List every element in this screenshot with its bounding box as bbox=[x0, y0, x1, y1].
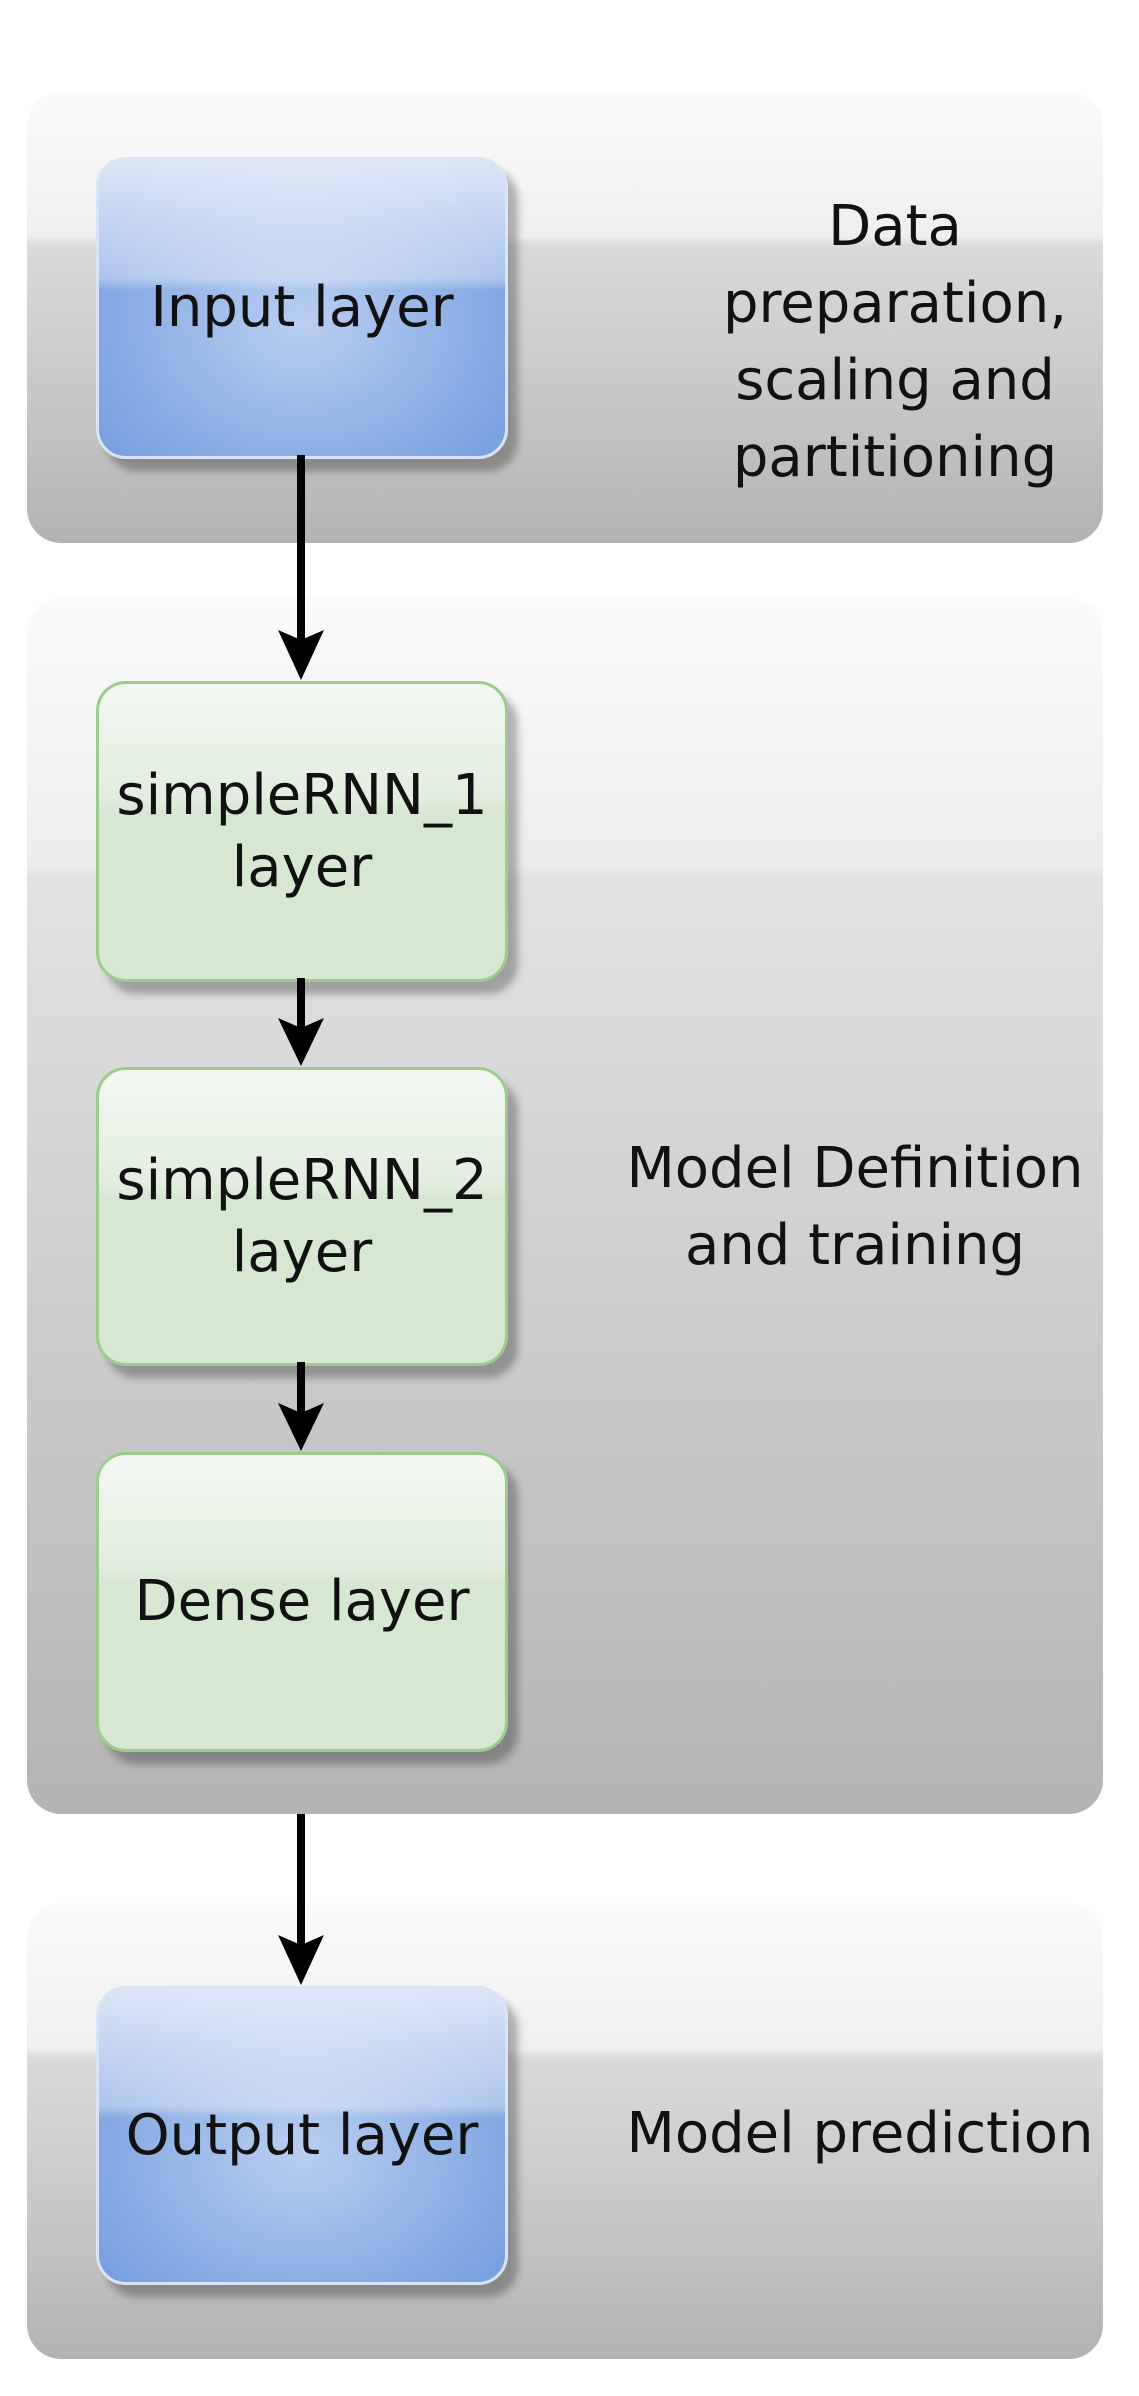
simplernn-2-layer-box: simpleRNN_2 layer bbox=[96, 1067, 508, 1366]
input-layer-label: Input layer bbox=[150, 275, 454, 340]
dense-layer-box: Dense layer bbox=[96, 1452, 508, 1752]
simplernn-1-layer-box: simpleRNN_1 layer bbox=[96, 681, 508, 982]
arrow-heads bbox=[278, 630, 324, 1985]
arrowhead-rnn2 bbox=[278, 1018, 324, 1066]
simplernn-2-layer-label: simpleRNN_2 layer bbox=[116, 1147, 488, 1285]
arrowhead-rnn1 bbox=[278, 630, 324, 680]
arrowhead-dense bbox=[278, 1403, 324, 1451]
data-preparation-description: Data preparation, scaling and partitioni… bbox=[722, 194, 1068, 490]
arrowhead-output bbox=[278, 1935, 324, 1985]
model-definition-description: Model Definition and training bbox=[626, 1136, 1084, 1278]
input-layer-box: Input layer bbox=[96, 157, 508, 459]
dense-layer-label: Dense layer bbox=[134, 1569, 470, 1634]
model-prediction-description: Model prediction bbox=[626, 2101, 1094, 2166]
simplernn-1-layer-label: simpleRNN_1 layer bbox=[116, 762, 488, 900]
output-layer-box: Output layer bbox=[96, 1986, 508, 2285]
output-layer-label: Output layer bbox=[125, 2102, 479, 2168]
